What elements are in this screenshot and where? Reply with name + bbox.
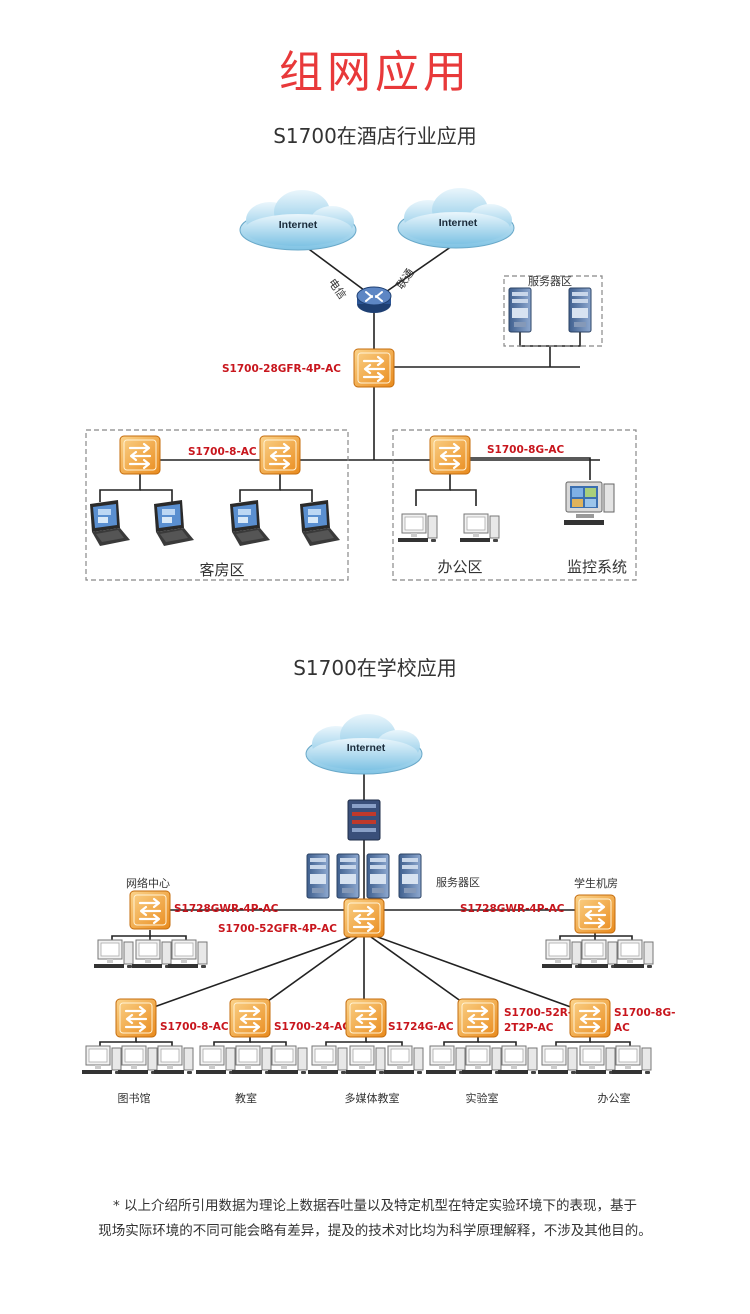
laptop-icon [300,500,340,546]
office-zone-box [392,429,637,581]
core-switch-label: S1700-52GFR-4P-AC [218,923,337,935]
laptop-icon [90,500,130,546]
router-icon [356,286,392,314]
guest-zone-label: 客房区 [199,561,244,579]
desktop-pc-icon [459,513,500,543]
switch-icon [128,889,172,931]
desktop-pc-icon [577,939,618,969]
network-center-label: 网络中心 [126,876,170,890]
desktop-pc-icon [575,1045,616,1075]
library-label: 图书馆 [118,1091,151,1105]
firewall-icon [347,799,381,841]
server-icon [568,287,592,333]
switch-icon [428,434,472,476]
server-zone-label: 服务器区 [436,876,480,889]
school-subtitle: S1700在学校应用 [293,656,457,680]
school-diagram: Internet 服务器区 S1700-52GFR-4P-AC 网络中心 S17… [81,713,675,1105]
left-switch-label: S1728GWR-4P-AC [174,903,279,915]
hotel-diagram: Internet Internet 电信 联通 S1700-28GFR-4P-A… [85,187,637,581]
footnote-line-1: * 以上介绍所引用数据为理论上数据吞吐量以及特定机型在特定实验环境下的表现，基于 [112,1198,638,1214]
desktop-pc-icon [117,1045,158,1075]
guest-zone-box [85,429,349,581]
footnote-line-2: 现场实际环境的不同可能会略有差异，提及的技术对比均为科学原理解释，不涉及其他目的… [98,1223,652,1239]
server-icon [508,287,532,333]
hotel-subtitle: S1700在酒店行业应用 [273,124,477,148]
isp-telecom-label: 电信 [326,276,349,301]
desktop-pc-icon [345,1045,386,1075]
server-zone-label: 服务器区 [528,275,572,288]
switch-icon [568,997,612,1039]
desktop-pc-icon [497,1045,538,1075]
desktop-pc-icon [613,939,654,969]
switch-icon [342,897,386,939]
internet-label: Internet [439,217,478,229]
desktop-pc-icon [131,939,172,969]
desktop-pc-icon [425,1045,466,1075]
server-icon [398,853,422,899]
right-switch-label: S1728GWR-4P-AC [460,903,565,915]
desktop-pc-icon [541,939,582,969]
office-label: 办公室 [598,1091,631,1105]
laptop-icon [154,500,194,546]
student-lab-label: 学生机房 [574,876,618,890]
guest-switch-label: S1700-8-AC [188,446,257,458]
multimedia-switch-label: S1724G-AC [388,1021,454,1033]
server-zone-box [503,275,603,347]
desktop-pc-icon [231,1045,272,1075]
internet-label: Internet [279,219,318,231]
laptop-icon [230,500,270,546]
switch-icon [344,997,388,1039]
library-switch-label: S1700-8-AC [160,1021,229,1033]
internet-label: Internet [347,742,386,754]
classroom-label: 教室 [235,1091,257,1105]
desktop-pc-icon [307,1045,348,1075]
office-switch-label: S1700-8G-AC [487,444,565,456]
surveillance-pc-icon [563,481,615,526]
desktop-pc-icon [93,939,134,969]
switch-icon [352,347,396,389]
server-icon [306,853,330,899]
desktop-pc-icon [167,939,208,969]
office-zone-label: 办公区 [437,558,482,576]
desktop-pc-icon [153,1045,194,1075]
server-icon [336,853,360,899]
switch-icon [118,434,162,476]
switch-icon [456,997,500,1039]
desktop-pc-icon [611,1045,652,1075]
desktop-pc-icon [397,513,438,543]
switch-icon [573,893,617,935]
isp-unicom-label: 联通 [394,266,417,291]
switch-icon [228,997,272,1039]
lab-switch-label: S1700-52R- [504,1007,572,1019]
office-switch-label: S1700-8G- [614,1007,675,1019]
desktop-pc-icon [383,1045,424,1075]
switch-icon [258,434,302,476]
switch-icon [114,997,158,1039]
page-title: 组网应用 [279,47,471,98]
desktop-pc-icon [195,1045,236,1075]
desktop-pc-icon [81,1045,122,1075]
laboratory-label: 实验室 [466,1091,499,1105]
classroom-switch-label: S1700-24-AC [274,1021,350,1033]
core-switch-label: S1700-28GFR-4P-AC [222,363,341,375]
desktop-pc-icon [537,1045,578,1075]
desktop-pc-icon [461,1045,502,1075]
lab-switch-label: 2T2P-AC [504,1022,554,1034]
office-switch-label: AC [614,1022,630,1034]
monitor-zone-label: 监控系统 [567,558,627,576]
multimedia-room-label: 多媒体教室 [345,1091,400,1105]
desktop-pc-icon [267,1045,308,1075]
server-icon [366,853,390,899]
